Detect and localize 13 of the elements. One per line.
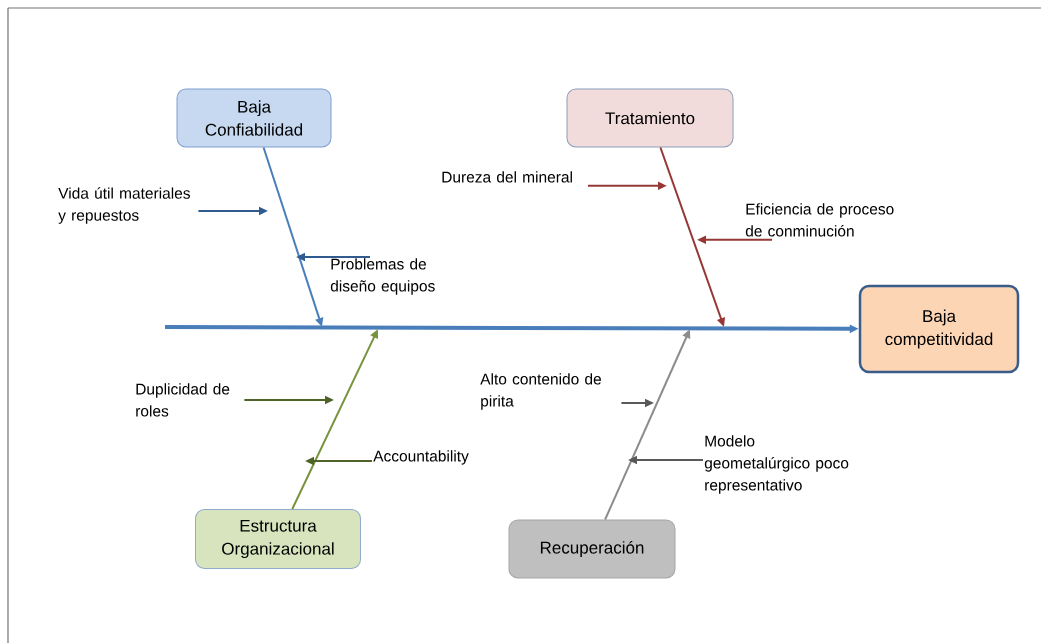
category-box: Estructura Organizacional xyxy=(195,509,361,569)
cause-label: Modelo geometalúrgico poco representativo xyxy=(704,435,849,494)
cause-label: Alto contenido de pirita xyxy=(480,373,601,410)
cause-label: Vida útil materiales y repuestos xyxy=(58,187,190,224)
category-box: Recuperación xyxy=(508,519,676,579)
category-box: Baja competitividad xyxy=(858,284,1020,374)
cause-label: Accountability xyxy=(373,450,469,465)
category-box: Tratamiento xyxy=(566,88,734,148)
cause-label: Dureza del mineral xyxy=(442,171,572,183)
cause-label: Problemas de diseño equipos xyxy=(330,258,435,295)
category-box: Baja Confiabilidad xyxy=(176,88,332,148)
cause-label: Duplicidad de roles xyxy=(136,383,230,417)
cause-label: Eficiencia de proceso de conminución xyxy=(745,203,894,237)
